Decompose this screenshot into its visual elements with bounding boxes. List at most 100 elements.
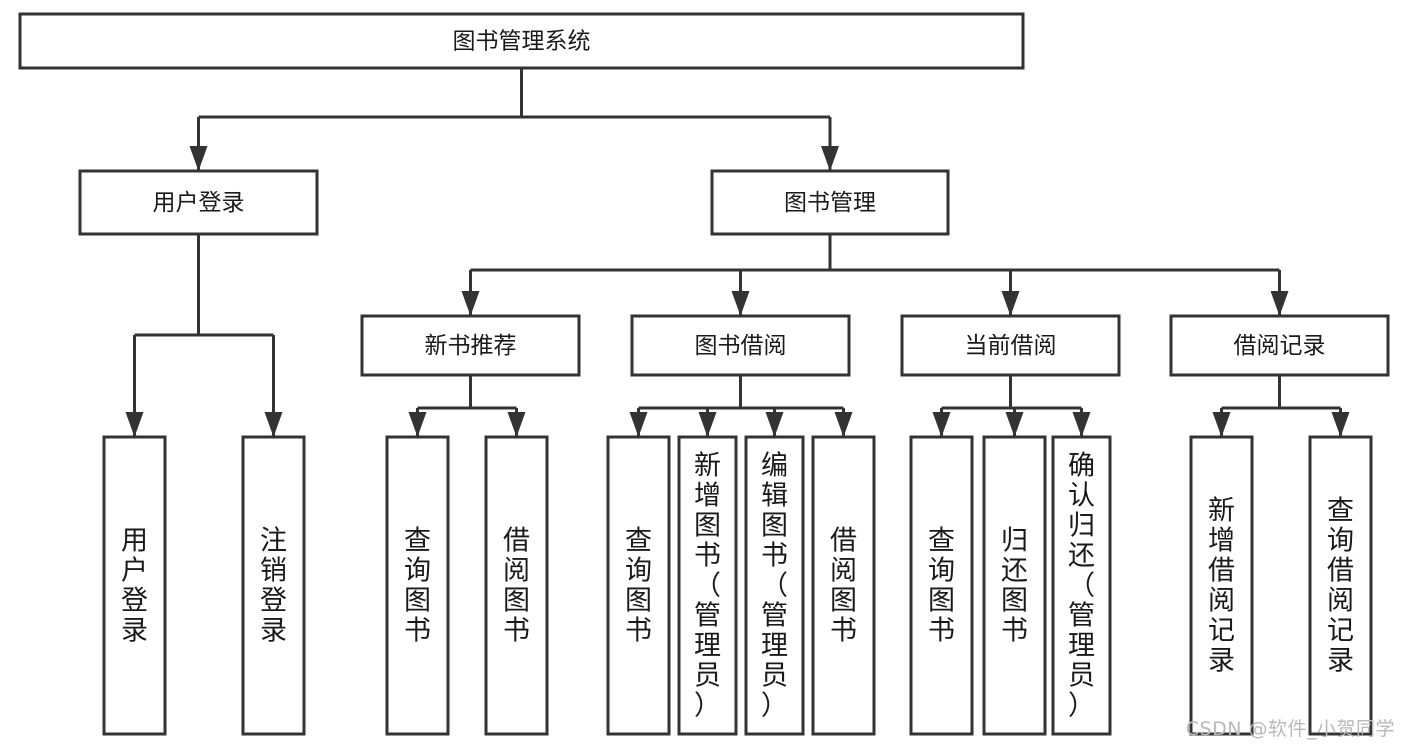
node-level3-borrow-record[interactable]: 借阅记录: [1169, 314, 1390, 377]
leaf-leaf-add-book-rect: [677, 435, 738, 736]
leaf-leaf-query-book-rec-label-char: 询: [404, 556, 431, 587]
node-level3-new-book-recommend-label: 新书推荐: [425, 333, 517, 359]
leaf-leaf-add-book-label-char: （: [694, 571, 721, 602]
leaf-leaf-confirm-return-label-char: 认: [1068, 481, 1095, 512]
leaf-leaf-query-record-label-char: 查: [1327, 496, 1354, 527]
leaf-leaf-add-book-label-char: 理: [694, 631, 721, 662]
node-level2-book-management[interactable]: 图书管理: [710, 169, 950, 236]
leaf-leaf-query-record-label-char: 借: [1327, 556, 1354, 587]
leaf-leaf-user-login-rect: [102, 435, 167, 736]
node-level3-book-borrow-label: 图书借阅: [695, 333, 787, 359]
node-root-rect: [18, 12, 1025, 70]
node-level3-borrow-record-rect: [1169, 314, 1390, 377]
leaf-leaf-return-book-label-char: 图: [1001, 586, 1028, 617]
leaf-leaf-query-book-cb-label-char: 书: [928, 616, 955, 647]
leaf-leaf-add-record-rect: [1189, 435, 1254, 736]
leaf-leaf-user-login-label-char: 户: [121, 556, 148, 587]
leaf-leaf-borrow-book-rec-label-char: 阅: [503, 556, 530, 587]
leaf-leaf-query-record-label-char: 记: [1327, 616, 1354, 647]
leaf-leaf-edit-book-label-char: 书: [761, 541, 788, 572]
arrow-to-leaf-confirm-return: [1072, 412, 1091, 437]
leaf-leaf-add-book-label-char: ）: [694, 691, 721, 722]
leaf-leaf-query-book-bb-label-char: 图: [625, 586, 652, 617]
leaf-leaf-add-book-label-char: 图: [694, 511, 721, 542]
arrow-to-leaf-query-book-cb: [932, 412, 951, 437]
leaf-leaf-borrow-book-rec-label-char: 书: [503, 616, 530, 647]
leaf-leaf-confirm-return-label-char: 确: [1068, 451, 1095, 482]
node-level3-new-book-recommend[interactable]: 新书推荐: [360, 314, 581, 377]
node-level3-new-book-recommend-rect: [360, 314, 581, 377]
csdn-watermark: CSDN @软件_小贺同学: [1185, 718, 1395, 740]
leaf-leaf-query-record-label-char: 录: [1327, 646, 1354, 677]
leaf-leaf-query-book-cb-label-char: 询: [928, 556, 955, 587]
leaf-leaf-user-login-label-char: 用: [121, 526, 148, 557]
leaf-leaf-borrow-book-rec-label-char: 借: [503, 526, 530, 557]
node-level3-current-borrow-label: 当前借阅: [965, 333, 1057, 359]
arrow-to-leaf-user-login: [125, 412, 144, 437]
leaf-leaf-user-login[interactable]: 用户登录: [102, 435, 167, 736]
leaf-leaf-add-record-label-char: 录: [1208, 646, 1235, 677]
node-level3-current-borrow-rect: [900, 314, 1121, 377]
leaf-leaf-query-record-label-char: 询: [1327, 526, 1354, 557]
leaf-leaf-edit-book-rect: [744, 435, 805, 736]
arrow-to-leaf-return-book: [1005, 412, 1024, 437]
node-level3-book-borrow-rect: [630, 314, 851, 377]
leaf-leaf-query-book-rec-label-char: 书: [404, 616, 431, 647]
leaf-leaf-logout-label-char: 注: [260, 526, 287, 557]
arrow-to-leaf-logout: [264, 412, 283, 437]
arrow-to-leaf-edit-book: [765, 412, 784, 437]
leaf-leaf-query-book-cb-label-char: 图: [928, 586, 955, 617]
leaf-leaf-logout-label-char: 录: [260, 616, 287, 647]
leaf-leaf-confirm-return-label-char: ）: [1068, 691, 1095, 722]
leaf-leaf-borrow-book-bb-label-char: 借: [830, 526, 857, 557]
leaf-leaf-return-book-label-char: 归: [1001, 526, 1028, 557]
leaf-leaf-confirm-return-label-char: 还: [1068, 541, 1095, 572]
node-level2-user-login[interactable]: 用户登录: [78, 169, 319, 236]
node-level3-current-borrow[interactable]: 当前借阅: [900, 314, 1121, 377]
arrow-to-book-borrow: [731, 291, 750, 316]
leaf-leaf-edit-book-label-char: 管: [761, 601, 788, 632]
leaf-leaf-add-book-label-char: 员: [694, 661, 721, 692]
leaf-leaf-confirm-return-label-char: 管: [1068, 601, 1095, 632]
leaf-leaf-borrow-book-rec-label-char: 图: [503, 586, 530, 617]
leaf-leaf-edit-book-label-char: 编: [761, 451, 788, 482]
leaf-leaf-borrow-book-bb-label-char: 阅: [830, 556, 857, 587]
node-root[interactable]: 图书管理系统: [18, 12, 1025, 70]
arrow-to-book-management: [821, 146, 839, 171]
leaf-leaf-confirm-return-label-char: 理: [1068, 631, 1095, 662]
leaf-leaf-query-book-rec-rect: [385, 435, 450, 736]
leaf-leaf-borrow-book-bb-label-char: 书: [830, 616, 857, 647]
arrow-to-user-login: [189, 146, 208, 171]
leaf-leaf-query-record-rect: [1308, 435, 1373, 736]
arrow-to-leaf-add-book: [698, 412, 717, 437]
arrow-to-leaf-query-book-rec: [408, 412, 427, 437]
leaf-leaf-add-book-label-char: 书: [694, 541, 721, 572]
leaf-leaf-logout-rect: [241, 435, 306, 736]
arrow-to-leaf-add-record: [1212, 412, 1231, 437]
leaf-leaf-query-book-cb-label-char: 查: [928, 526, 955, 557]
leaf-leaf-edit-book-label-char: 理: [761, 631, 788, 662]
leaf-leaf-query-record-label-char: 阅: [1327, 586, 1354, 617]
leaf-leaf-query-book-rec-label-char: 图: [404, 586, 431, 617]
leaf-leaf-logout-label-char: 登: [260, 586, 287, 617]
node-level3-book-borrow[interactable]: 图书借阅: [630, 314, 851, 377]
leaf-leaf-return-book-rect: [982, 435, 1047, 736]
arrow-to-new-book-recommend: [461, 291, 480, 316]
arrow-to-leaf-borrow-book-bb: [834, 412, 853, 437]
node-level2-book-management-rect: [710, 169, 950, 236]
leaf-leaf-query-book-bb-label-char: 询: [625, 556, 652, 587]
arrow-to-leaf-borrow-book-rec: [507, 412, 526, 437]
leaf-leaf-return-book-label-char: 还: [1001, 556, 1028, 587]
